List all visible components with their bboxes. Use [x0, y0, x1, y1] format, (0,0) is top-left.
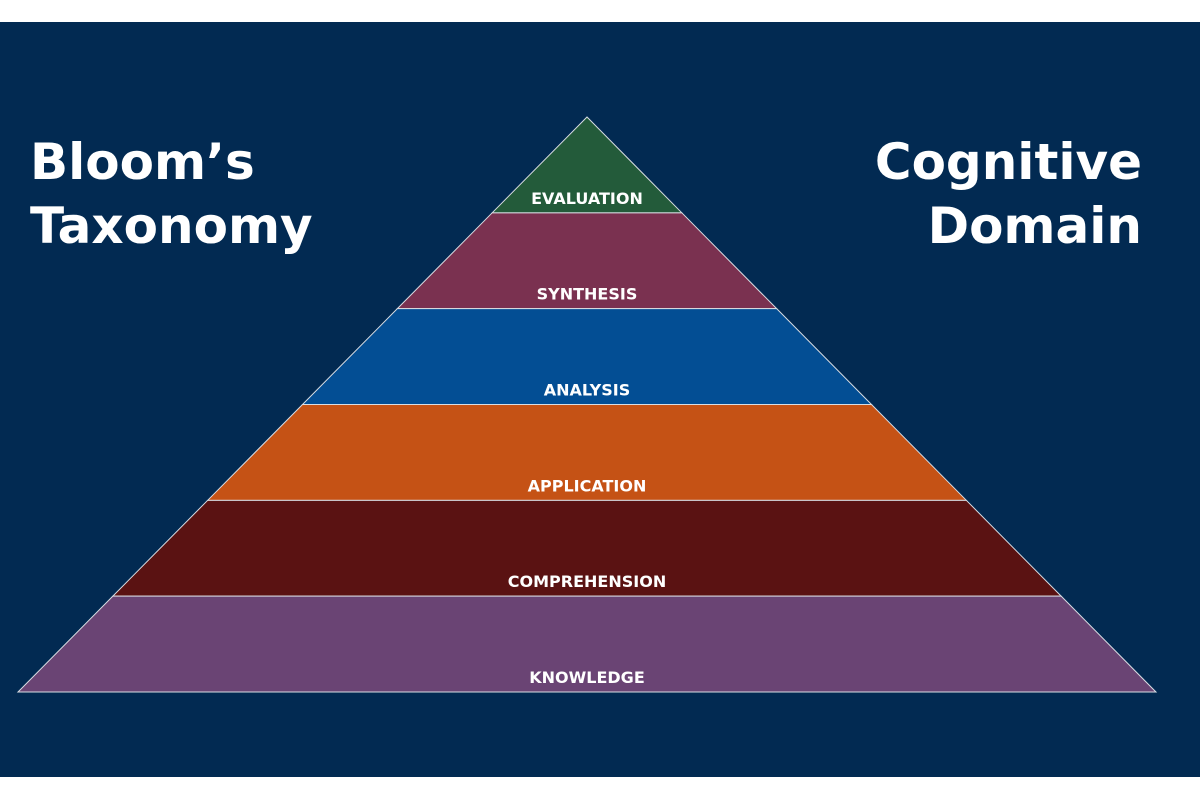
- pyramid-label-analysis: ANALYSIS: [544, 381, 630, 400]
- pyramid-label-knowledge: KNOWLEDGE: [529, 668, 645, 687]
- bloom-pyramid: EVALUATION SYNTHESIS ANALYSIS APPLICATION CO…: [16, 116, 1158, 693]
- pyramid-label-synthesis: SYNTHESIS: [537, 285, 638, 304]
- pyramid-levels: EVALUATION SYNTHESIS ANALYSIS APPLICATION CO…: [16, 116, 1158, 693]
- pyramid-label-comprehension: COMPREHENSION: [508, 572, 666, 591]
- title-left-line-2: Taxonomy: [30, 197, 313, 255]
- slide: Bloom’s Taxonomy Cognitive Domain EVALUA…: [0, 22, 1200, 777]
- title-cognitive-domain: Cognitive Domain: [875, 130, 1142, 258]
- pyramid-label-evaluation: EVALUATION: [531, 189, 643, 208]
- title-right-line-1: Cognitive: [874, 133, 1142, 191]
- title-left-line-1: Bloom’s: [30, 133, 255, 191]
- title-right-line-2: Domain: [927, 197, 1142, 255]
- pyramid-level-knowledge: [16, 595, 1158, 693]
- pyramid-label-application: APPLICATION: [528, 476, 647, 495]
- title-blooms-taxonomy: Bloom’s Taxonomy: [30, 130, 313, 258]
